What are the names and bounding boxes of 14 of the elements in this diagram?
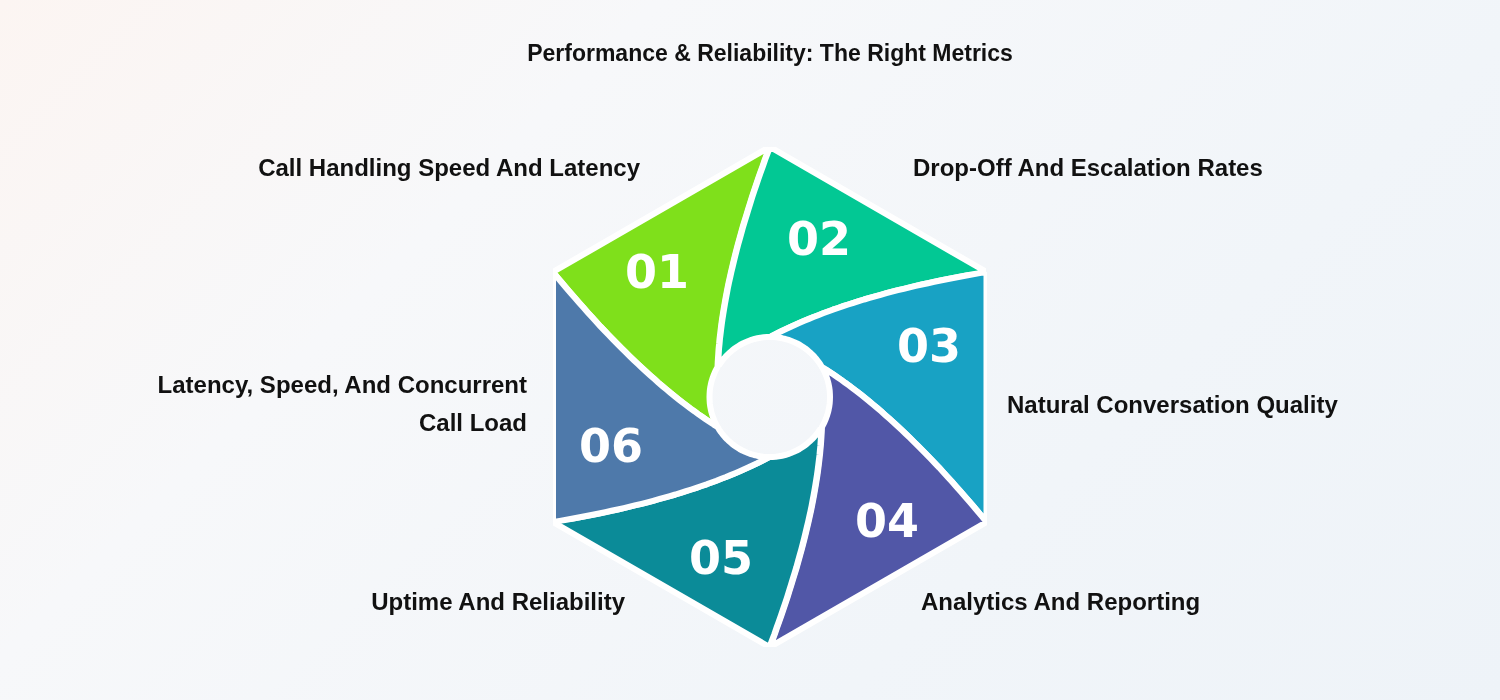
- swirl-segment: [553, 147, 770, 427]
- step-number: 02: [787, 216, 851, 262]
- metric-label: Drop-Off And Escalation Rates: [913, 152, 1263, 183]
- step-number: 01: [625, 249, 689, 295]
- metric-label: Analytics And Reporting: [921, 586, 1201, 617]
- metric-label: Latency, Speed, And Concurrent Call Load: [156, 369, 527, 438]
- step-number: 04: [855, 498, 919, 544]
- step-number: 03: [897, 323, 961, 369]
- step-number: 06: [579, 423, 643, 469]
- metric-label: Natural Conversation Quality: [1007, 389, 1338, 420]
- metric-label: Uptime And Reliability: [371, 586, 625, 617]
- step-number: 05: [689, 535, 753, 581]
- title: Performance & Reliability: The Right Metrics: [527, 40, 1013, 67]
- metric-label: Call Handling Speed And Latency: [258, 152, 640, 183]
